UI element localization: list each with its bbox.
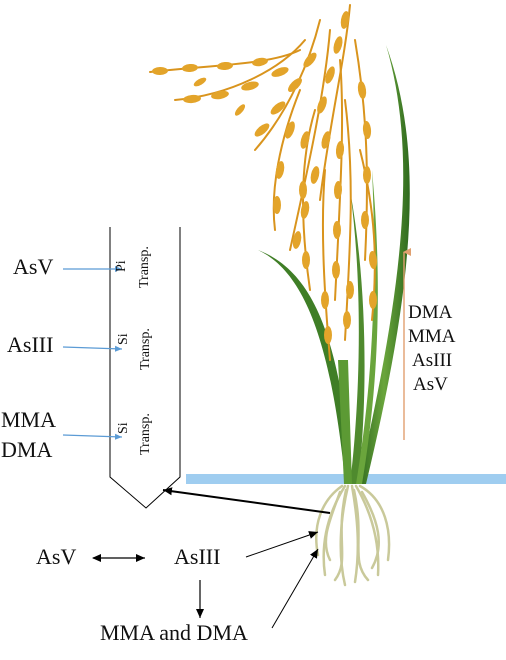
rice-plant [149, 4, 410, 587]
translocation-asv: AsV [413, 374, 448, 395]
asiii-uptake-arrow [62, 345, 123, 352]
transporter-label-pi: Pi [114, 260, 129, 272]
transporter-label-si: Si [116, 422, 131, 434]
leaf [356, 170, 378, 484]
transporter-label-transp: Transp. [138, 413, 153, 455]
input-label-asiii: AsIII [7, 332, 54, 357]
leaf [358, 45, 410, 484]
input-label-dma: DMA [1, 437, 53, 462]
asiii-to-root-arrow [245, 531, 319, 558]
transporter-label-transp: Transp. [138, 328, 153, 370]
leaf [258, 250, 352, 480]
translocation-mma: MMA [408, 326, 456, 347]
soil-label-asv: AsV [36, 544, 77, 569]
transporter-label-si: Si [116, 333, 131, 345]
stem [338, 360, 352, 484]
transporter-label-transp: Transp. [137, 246, 152, 288]
rice-grains [152, 11, 378, 344]
root-cell-outline [109, 227, 181, 509]
rice-roots [315, 484, 391, 587]
leaf [350, 190, 365, 484]
root-to-cell-arrow [162, 487, 331, 514]
translocation-dma: DMA [408, 302, 453, 323]
mma-dma-uptake-arrow [62, 433, 123, 440]
input-label-asv: AsV [13, 254, 54, 279]
soil-label-asiii: AsIII [174, 544, 221, 569]
methylated-to-root-arrow [271, 548, 319, 629]
soil-label-mma-and-dma: MMA and DMA [100, 620, 248, 645]
translocation-asiii: AsIII [412, 350, 453, 371]
input-label-mma: MMA [1, 407, 57, 432]
